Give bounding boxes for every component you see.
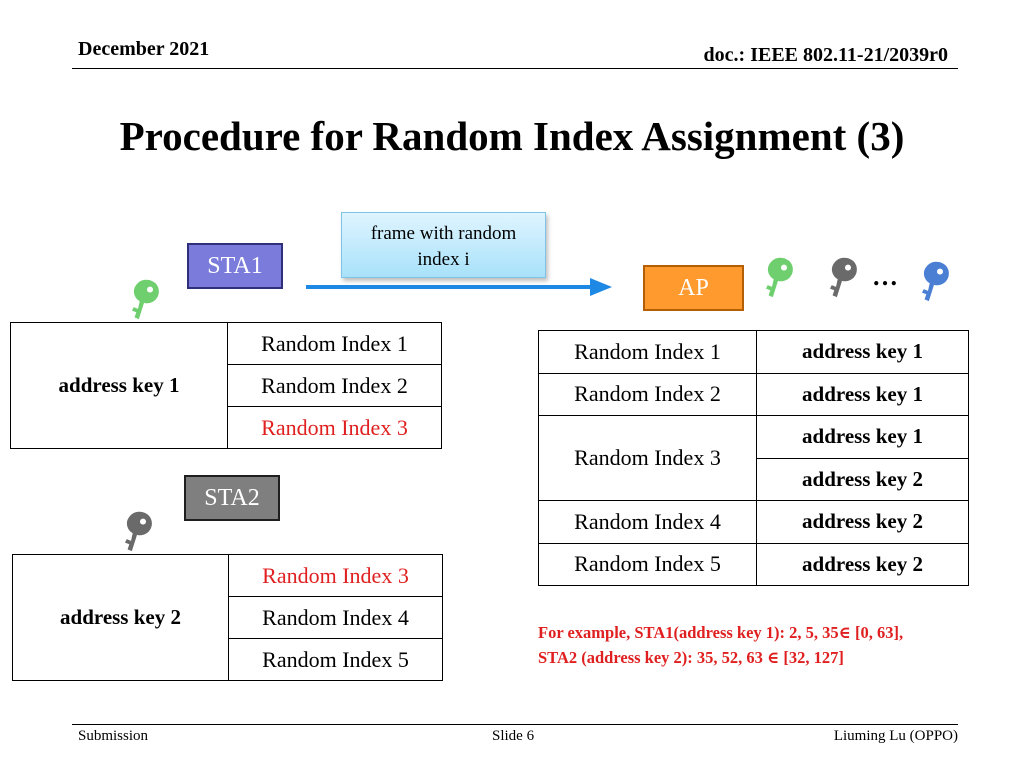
table-row: Random Index 3 — [11, 406, 442, 449]
table-row: Random Index 2 address key 1 — [538, 372, 969, 416]
ap-key-gray-icon — [822, 256, 862, 304]
ap-table: Random Index 1 address key 1 Random Inde… — [538, 330, 969, 586]
header-divider — [72, 68, 958, 69]
table-cell: address key 1 — [756, 372, 969, 416]
example-note: For example, STA1(address key 1): 2, 5, … — [538, 620, 903, 670]
table-cell: Random Index 4 — [538, 500, 757, 544]
ap-key-blue-icon — [914, 260, 954, 308]
frame-arrow — [306, 278, 612, 296]
table-cell: address key 2 — [756, 542, 969, 586]
table-cell: Random Index 1 — [538, 330, 757, 374]
table-cell: Random Index 1 — [227, 322, 442, 365]
table-cell: Random Index 2 — [227, 364, 442, 407]
sta2-key-icon — [117, 510, 157, 558]
more-keys-ellipsis: … — [872, 262, 899, 291]
table-cell: Random Index 5 — [228, 638, 443, 681]
table-cell: address key 1 — [756, 330, 969, 374]
sta1-box: STA1 — [187, 243, 283, 289]
table-cell-highlighted: Random Index 3 — [228, 554, 443, 597]
table-cell-highlighted: Random Index 3 — [227, 406, 442, 449]
table-row: address key 1 Random Index 1 — [10, 322, 442, 449]
table-cell: address key 1 — [756, 415, 969, 459]
table-cell: Random Index 5 — [538, 542, 757, 586]
table-row: Random Index 5 address key 2 — [538, 542, 969, 586]
sta2-table: address key 2 Random Index 3 Random Inde… — [12, 554, 443, 681]
footer-author: Liuming Lu (OPPO) — [833, 728, 958, 744]
table-row: address key 2 Random Index 3 — [12, 554, 443, 681]
ap-key-green-icon — [758, 256, 798, 304]
table-row: Random Index 1 address key 1 — [538, 330, 969, 374]
sta2-box: STA2 — [184, 475, 280, 521]
table-cell: address key 2 — [756, 500, 969, 544]
footer-divider — [72, 724, 958, 725]
sta2-address-key: address key 2 — [12, 554, 229, 681]
slide-title: Procedure for Random Index Assignment (3… — [119, 113, 905, 159]
sta1-key-icon — [124, 278, 164, 326]
ap-box: AP — [643, 265, 744, 311]
callout-line-1: frame with random — [370, 223, 517, 244]
table-row: Random Index 4 address key 2 — [538, 500, 969, 544]
sta1-table: address key 1 Random Index 1 Random Inde… — [10, 322, 442, 449]
example-line-1: For example, STA1(address key 1): 2, 5, … — [538, 623, 904, 642]
callout-line-2: index i — [417, 249, 470, 270]
table-cell: Random Index 2 — [538, 372, 757, 416]
table-row: Random Index 2 — [11, 364, 442, 407]
table-cell: Random Index 4 — [228, 596, 443, 639]
table-cell: address key 2 — [756, 457, 969, 501]
header-date: December 2021 — [78, 38, 210, 60]
frame-callout: frame with random index i — [341, 212, 546, 278]
sta1-address-key: address key 1 — [10, 322, 228, 449]
footer-submission: Submission — [78, 728, 149, 744]
example-line-2: STA2 (address key 2): 35, 52, 63 ∈ [32, … — [538, 648, 844, 667]
table-cell: Random Index 3 — [538, 415, 757, 501]
table-row: address key 2 — [539, 457, 969, 501]
header-doc-number: doc.: IEEE 802.11-21/2039r0 — [703, 44, 948, 66]
table-row: Random Index 3 address key 1 — [538, 415, 969, 501]
footer-slide-number: Slide 6 — [492, 728, 535, 744]
table-row: Random Index 5 — [13, 638, 443, 681]
